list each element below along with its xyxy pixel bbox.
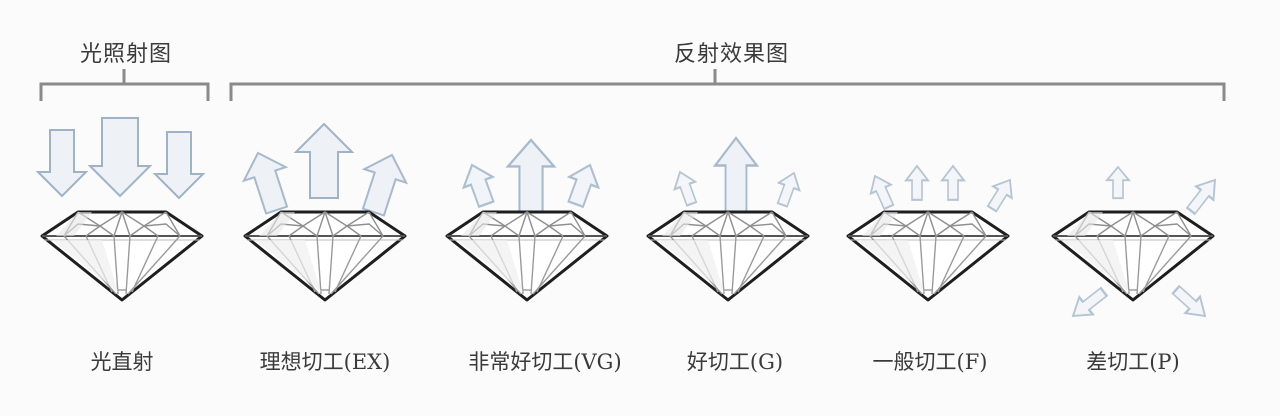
reflection-arrows-icon (668, 136, 806, 215)
label-cut-ex: 理想切工(EX) (259, 350, 391, 374)
incident-bracket (39, 69, 210, 101)
reflection-arrows-icon (456, 138, 606, 214)
diamond-icon (846, 210, 1010, 302)
reflection-arrows-icon (236, 123, 414, 220)
label-cut-f: 一般切工(F) (872, 350, 988, 374)
reflection-bracket (229, 69, 1226, 101)
diagram-cut-ex (236, 123, 414, 302)
diagram-cut-vg (445, 138, 609, 302)
label-direct-light: 光直射 (90, 350, 154, 374)
reflection-arrows-icon (863, 164, 1021, 216)
diagram-cut-g (646, 136, 810, 302)
diamond-icon (445, 210, 609, 302)
label-cut-p: 差切工(P) (1086, 350, 1180, 374)
diamond-icon (40, 210, 204, 302)
reflection-group-title: 反射效果图 (674, 42, 790, 67)
incident-group-title: 光照射图 (80, 42, 173, 67)
diagram-cut-p (1051, 166, 1225, 326)
diamond-icon (243, 210, 407, 302)
diamond-icon (646, 210, 810, 302)
diamond-icon (1051, 210, 1215, 302)
diagram-direct-light (37, 117, 204, 302)
diagram-cut-f (846, 164, 1021, 302)
incident-arrows-icon (37, 117, 204, 199)
label-cut-vg: 非常好切工(VG) (468, 350, 622, 374)
label-cut-g: 好切工(G) (686, 350, 784, 374)
